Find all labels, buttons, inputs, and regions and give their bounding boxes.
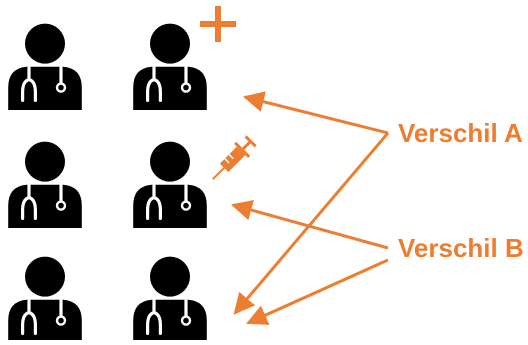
- label-verschil-b: Verschil B: [398, 233, 524, 263]
- plus-icon: [200, 6, 236, 42]
- arrow-b-to-row-2: [230, 199, 389, 250]
- doctor-icon: [6, 255, 84, 343]
- syringe-icon: [212, 135, 257, 180]
- arrow-b-to-row-3: [246, 258, 389, 325]
- doctor-icon: [131, 22, 209, 110]
- label-verschil-a: Verschil A: [398, 118, 523, 148]
- arrow-a-to-row-3: [233, 132, 390, 315]
- arrow-a-to-row-1: [242, 91, 389, 135]
- doctor-icon: [6, 22, 84, 110]
- doctor-icon: [131, 255, 209, 343]
- doctor-icon: [6, 140, 84, 228]
- doctor-icon: [131, 140, 209, 228]
